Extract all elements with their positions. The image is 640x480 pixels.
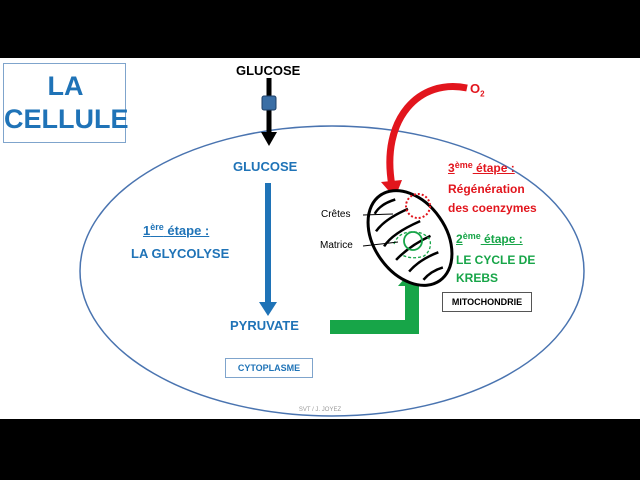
title-line-2: CELLULE xyxy=(4,104,129,134)
step3-heading: 3ème étape : xyxy=(448,160,515,175)
step3-line3: des coenzymes xyxy=(448,201,537,215)
glucose-inside-label: GLUCOSE xyxy=(233,159,298,174)
step3-line2: Régénération xyxy=(448,182,525,196)
matrice-label: Matrice xyxy=(320,240,353,251)
glycolysis-arrowhead xyxy=(259,302,277,316)
step2-line2: LE CYCLE DE xyxy=(456,253,536,267)
step1-heading: 1ère étape : xyxy=(143,222,210,238)
step2-heading: 2ème étape : xyxy=(456,231,523,246)
regeneration-circle xyxy=(405,193,431,219)
page-title: LA CELLULE xyxy=(4,70,129,136)
slide: LA CELLULE GLUCOSE GLUCOSE PYRUVATE O2 1… xyxy=(0,58,640,419)
matrice-pointer xyxy=(362,241,399,247)
glucose-entry-arrowhead xyxy=(261,132,277,146)
cytoplasme-label: CYTOPLASME xyxy=(225,358,313,378)
cell-membrane xyxy=(79,125,585,417)
glucose-outside-label: GLUCOSE xyxy=(236,63,301,78)
title-line-1: LA xyxy=(47,71,84,101)
pyruvate-label: PYRUVATE xyxy=(230,318,299,333)
credit-text: SVT / J. JOYEZ xyxy=(298,407,342,413)
step1-name: LA GLYCOLYSE xyxy=(131,246,230,261)
diagram-art xyxy=(79,78,585,417)
cretes-label: Crêtes xyxy=(321,209,351,220)
o2-label: O2 xyxy=(470,81,485,99)
oxygen-arrow xyxy=(386,83,468,187)
cretes-pointer xyxy=(362,213,394,216)
title-box: LA CELLULE xyxy=(3,63,129,143)
pyruvate-to-mito-arrow xyxy=(330,270,426,334)
krebs-cycle-circle xyxy=(403,231,423,251)
glucose-transporter xyxy=(261,95,277,111)
step2-line3: KREBS xyxy=(456,271,499,285)
mitochondrie-label: MITOCHONDRIE xyxy=(442,292,532,312)
